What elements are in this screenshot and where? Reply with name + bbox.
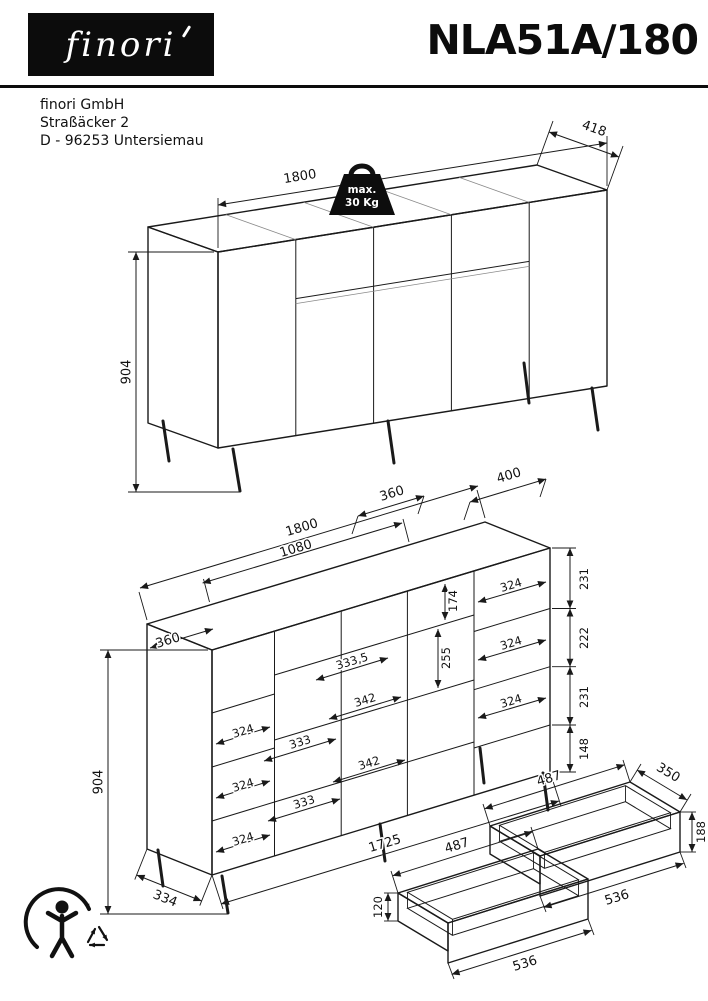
address-line-3: D - 96253 Untersiemau [40, 133, 204, 150]
right-height-dim-2: 222 [577, 627, 591, 649]
header-divider-line [0, 85, 708, 88]
bottom-drawer-width-dim: 487 [443, 835, 471, 857]
top-drawer-front-height-dim: 188 [694, 821, 708, 843]
person-head [55, 900, 69, 914]
open-right-width-dim-label: 400 [495, 465, 523, 487]
recycling-circular-arrow [23, 887, 91, 949]
brand-logo: finori [28, 13, 214, 76]
bottom-drawer [397, 848, 589, 964]
open-total-width-dim-label: 1800 [284, 516, 320, 540]
right-height-dim-3: 231 [577, 686, 591, 708]
brand-logo-text: finori [65, 24, 177, 65]
manufacturer-address: finori GmbH Straßäcker 2 D - 96253 Unter… [40, 96, 204, 151]
mid-width-dim-5: 333 [291, 792, 316, 812]
open-left-shelf-width-dims: 324 324 324 [215, 720, 271, 853]
closed-height-dim-label: 904 [120, 360, 135, 385]
open-sideboard-view: 904 1800 1080 360 40 [90, 464, 593, 915]
mid-width-dim-4: 342 [356, 753, 381, 773]
mid-width-dim-2: 342 [352, 690, 377, 710]
right-height-dim-4: 148 [577, 738, 591, 760]
triman-recycling-icon [23, 887, 109, 959]
left-shelf-width-3: 324 [230, 829, 255, 849]
left-shelf-width-2: 324 [230, 775, 255, 795]
bottom-drawer-inner-width-dim: 536 [511, 953, 539, 975]
open-mid-top-width-dim-label: 360 [378, 483, 406, 505]
open-vertical-dividers [274, 571, 475, 856]
open-left-width-dim-label: 360 [154, 630, 182, 652]
right-height-dim-1: 231 [577, 568, 591, 590]
address-line-1: finori GmbH [40, 97, 125, 113]
right-shelf-width-1: 324 [498, 575, 523, 595]
closed-width-dim-label: 1800 [282, 167, 317, 187]
top-drawer-width-dim: 487 [535, 768, 563, 790]
recycle-loop-arrows [86, 925, 109, 948]
weight-badge-line1: max. [348, 184, 377, 196]
inner-height-dim-2: 255 [439, 647, 453, 669]
brand-logo-text-wrap: finori [65, 24, 192, 65]
open-right-shelf-width-dims: 324 324 324 [477, 574, 547, 720]
closed-depth-dim-label: 418 [580, 118, 608, 140]
right-shelf-width-3: 324 [498, 691, 523, 711]
model-number-title: NLA51A/180 [426, 16, 699, 64]
open-middle-width-dims: 333,5 342 333 342 333 [263, 648, 406, 822]
open-right-height-dims: 231 222 231 148 [552, 547, 593, 773]
right-shelf-width-2: 324 [498, 633, 523, 653]
closed-cabinet-legs [161, 361, 600, 493]
closed-sideboard-view: 904 1800 418 max. 30 Kg [118, 116, 624, 493]
weight-badge-body [329, 174, 395, 215]
top-drawer-inner-width-dim: 536 [603, 887, 631, 909]
inner-height-dim-1: 174 [446, 590, 460, 612]
address-line-2: Straßäcker 2 [40, 115, 130, 132]
bottom-drawer-side-height-dim: 120 [371, 896, 385, 918]
drawer-detail-view: 487 350 188 536 [370, 759, 708, 980]
weight-badge-line2: 30 Kg [345, 197, 379, 209]
weight-badge-handle [348, 163, 376, 178]
top-drawer [489, 781, 681, 897]
max-load-weight-badge: max. 30 Kg [329, 163, 395, 215]
left-shelf-width-1: 324 [230, 721, 255, 741]
person-figure [45, 910, 79, 959]
closed-door-division-lines [295, 202, 530, 436]
open-middle-width-dim-label: 1080 [278, 537, 314, 561]
open-height-dim-label: 904 [92, 770, 107, 795]
